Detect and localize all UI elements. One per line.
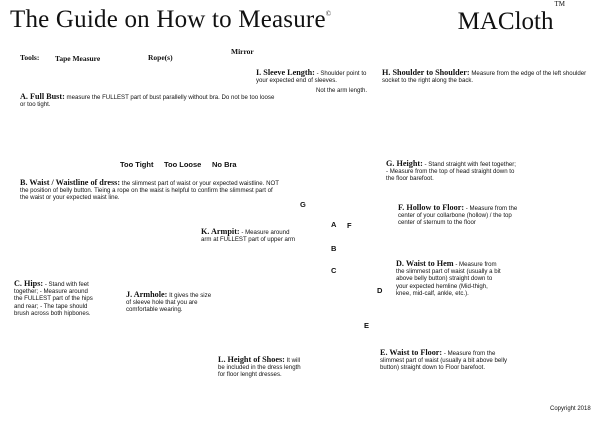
- section-h-text: H. Shoulder to Shoulder: Measure from th…: [382, 68, 587, 85]
- section-d-text: D. Waist to Hem - Measure from the slimm…: [396, 259, 504, 298]
- figure-label-d: D: [377, 286, 383, 295]
- section-e-text: E. Waist to Floor: - Measure from the sl…: [380, 348, 510, 372]
- bust-check-icon: [65, 115, 76, 126]
- shoulder-check-icon: [455, 87, 466, 98]
- rope-icon: [149, 62, 196, 82]
- tape-measure-icon: [51, 61, 131, 79]
- tools-label: Tools:: [20, 53, 40, 62]
- hips-cross-icon: [104, 350, 116, 362]
- shoulder-figures: [389, 89, 542, 134]
- bust-check-icon-2: [102, 117, 113, 128]
- shoe-icon: [239, 388, 285, 403]
- waist-cross-icon: [176, 214, 188, 226]
- no-bra-label: No Bra: [212, 160, 237, 169]
- mirror-icon: [204, 54, 226, 90]
- armhole-figures: [133, 339, 200, 407]
- section-j-text: J. Armhole: It gives the size of sleeve …: [126, 290, 212, 314]
- armpit-figures: [204, 254, 307, 289]
- section-b-text: B. Waist / Waistline of dress: the slimm…: [20, 178, 279, 202]
- floor-check-icon: [509, 371, 520, 382]
- bust-too-tight-cross-icon: [149, 120, 161, 132]
- bust-no-bra-cross-icon: [238, 120, 250, 132]
- human-front-figure: [329, 183, 377, 400]
- shoulder-cross-icon: [546, 88, 558, 100]
- floor-cross-icon: [572, 368, 584, 380]
- brand-logo: MAClothTM: [457, 0, 565, 35]
- rope-label: Rope(s): [148, 53, 173, 62]
- section-a-text: A. Full Bust: measure the FULLEST part o…: [20, 92, 275, 109]
- copyright: Copyright 2018: [550, 406, 591, 412]
- waist-check-icon-2: [123, 208, 134, 219]
- bust-too-loose-cross-icon: [194, 120, 206, 132]
- figure-label-a: A: [331, 220, 337, 229]
- figure-label-g: G: [300, 200, 306, 209]
- page-title: The Guide on How to Measure©: [10, 6, 332, 33]
- section-l-text: L. Height of Shoes: It will be included …: [218, 355, 301, 379]
- armhole-check-icon: [169, 393, 180, 404]
- human-back-figure: [531, 172, 577, 403]
- figure-label-f: F: [347, 221, 352, 230]
- section-k-text: K. Armpit: - Measure around arm at FULLE…: [201, 227, 296, 244]
- waist-check-icon: [85, 205, 96, 216]
- figure-label-e: E: [364, 321, 370, 330]
- section-g-text: G. Height: - Stand straight with feet to…: [386, 159, 516, 183]
- figure-label-c: C: [331, 266, 337, 275]
- figure-label-b: B: [331, 244, 337, 253]
- armpit-cross-icon: [266, 250, 278, 262]
- mirror-label: Mirror: [231, 47, 254, 56]
- too-loose-label: Too Loose: [164, 160, 202, 169]
- tape-measure-label: Tape Measure: [55, 54, 101, 63]
- section-c-text: C. Hips: - Stand with feet together; - M…: [14, 279, 93, 317]
- sleeve-check-icon: [291, 93, 302, 104]
- sleeve-figures: [266, 93, 347, 169]
- bust-figures: [19, 108, 245, 156]
- hips-check-icon: [37, 371, 48, 382]
- section-i-text: I. Sleeve Length: - Shoulder point to yo…: [256, 68, 367, 85]
- section-i-note: Not the arm length.: [316, 88, 368, 94]
- sleeve-cross-icon: [344, 98, 356, 110]
- section-f-text: F. Hollow to Floor: - Measure from the c…: [398, 203, 518, 227]
- armpit-check-icon: [227, 245, 238, 256]
- too-tight-label: Too Tight: [120, 160, 154, 169]
